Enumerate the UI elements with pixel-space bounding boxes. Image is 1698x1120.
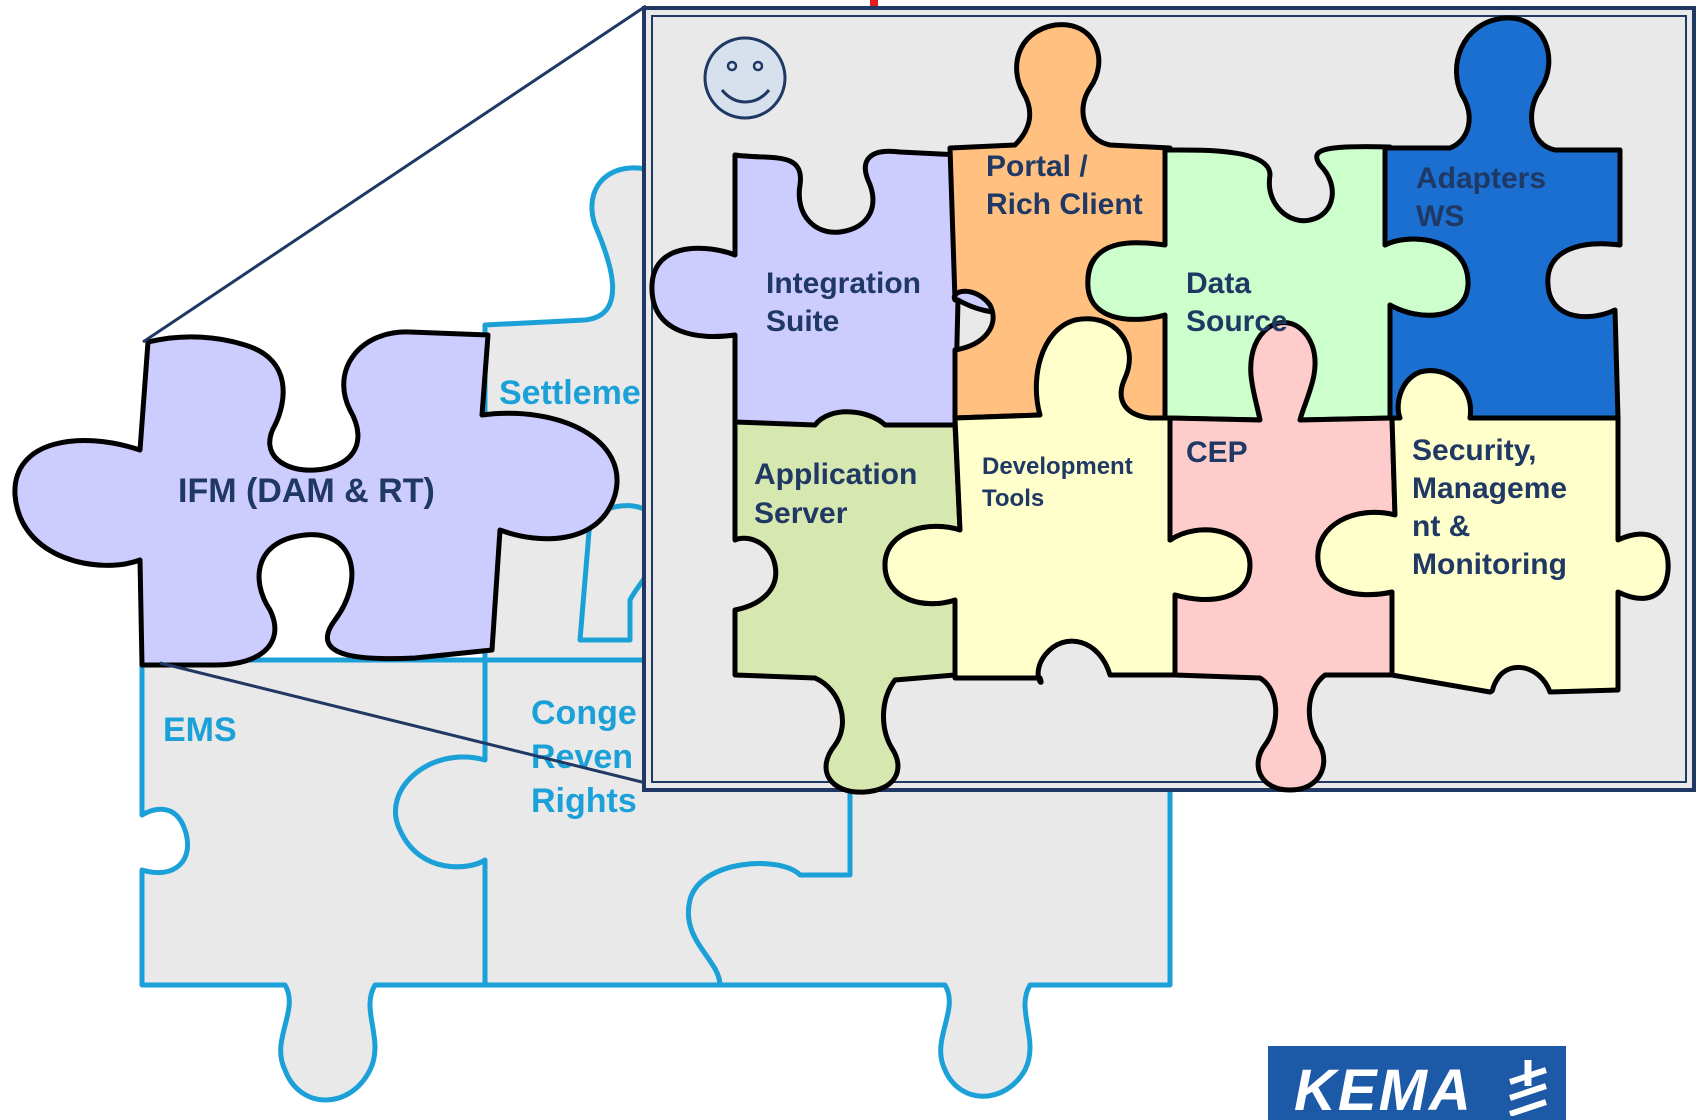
security-label-line4: Monitoring (1412, 548, 1567, 581)
congestion-label-line2: Reven (531, 738, 633, 776)
datasource-label-line2: Source (1186, 305, 1288, 338)
zoom-line-bottom (159, 661, 647, 785)
datasource-label-line1: Data (1186, 267, 1251, 300)
zoom-panel-inner-frame (651, 15, 1687, 783)
portal-label-line2: Rich Client (986, 188, 1143, 221)
congestion-label-line1: Conge (531, 694, 637, 732)
settlements-label: Settleme (499, 374, 641, 412)
congestion-label-line3: Rights (531, 782, 637, 820)
portal-label-line1: Portal / (986, 150, 1088, 183)
security-piece (1315, 368, 1671, 695)
cep-piece (1167, 320, 1398, 793)
security-label-line3: nt & (1412, 510, 1470, 543)
appserver-label-line1: Application (754, 458, 917, 491)
adapters-label-line1: Adapters (1416, 162, 1546, 195)
adapters-label-line2: WS (1416, 200, 1464, 233)
security-label-line2: Manageme (1412, 472, 1567, 505)
kema-logo: KEMA (1268, 1046, 1566, 1120)
zoom-line-top (142, 4, 647, 344)
ems-label: EMS (163, 711, 237, 749)
integration-label-line1: Integration (766, 267, 921, 300)
devtools-label-line2: Tools (982, 485, 1044, 512)
kema-logo-text: KEMA (1294, 1058, 1473, 1120)
security-label-line1: Security, (1412, 434, 1537, 467)
integration-label-line2: Suite (766, 305, 839, 338)
kema-logo-mark-icon (1509, 1060, 1547, 1116)
zoom-panel: Portal / Rich Client Adapters WS Integra… (642, 6, 1696, 795)
devtools-label-line1: Development (982, 453, 1133, 480)
ifm-piece (12, 329, 620, 668)
ifm-label: IFM (DAM & RT) (178, 472, 435, 510)
smiley-icon (703, 36, 787, 120)
zoom-labels: Portal / Rich Client Adapters WS Integra… (754, 150, 1567, 581)
adapters-piece (1382, 15, 1623, 421)
appserver-label-line2: Server (754, 497, 848, 530)
cep-label: CEP (1186, 436, 1248, 469)
background-labels: Settleme EMS Conge Reven Rights (163, 374, 641, 820)
